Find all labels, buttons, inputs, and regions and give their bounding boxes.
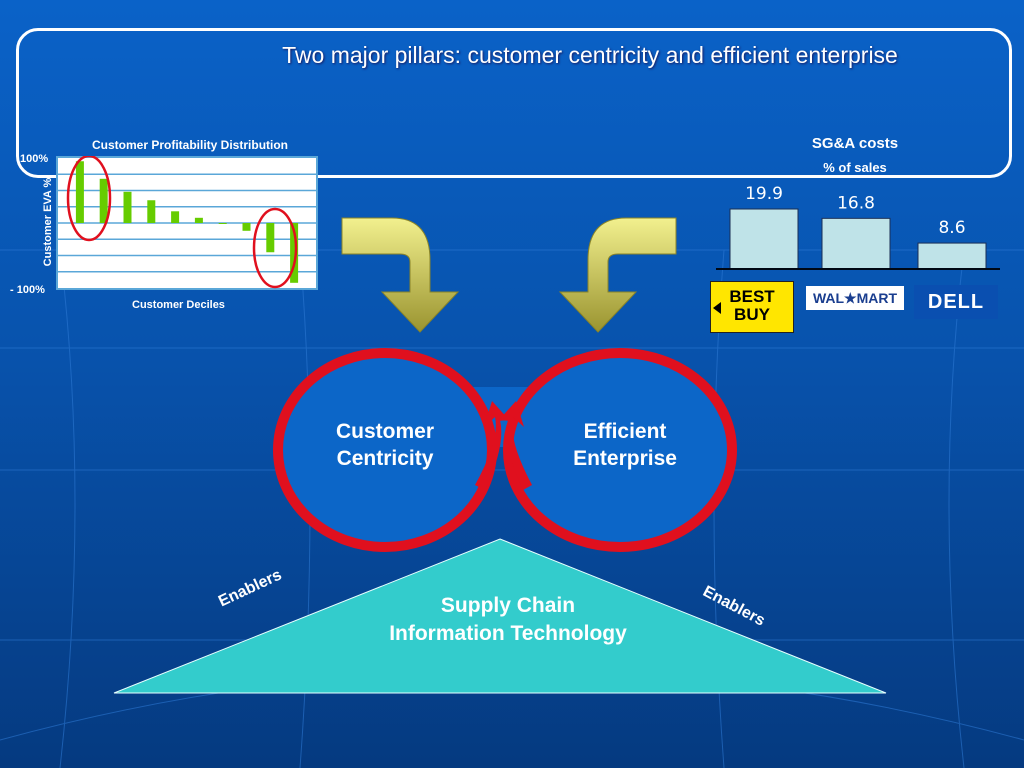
profit-chart-title: Customer Profitability Distribution — [92, 138, 289, 152]
profit-bar — [194, 217, 203, 223]
sga-value-label: 19.9 — [745, 184, 783, 204]
efficient-enterprise-circle — [503, 348, 737, 552]
profit-bar — [99, 178, 108, 223]
sga-chart-plot: 19.9 16.8 8.6 — [716, 184, 1000, 270]
walmart-logo: WAL★MART — [806, 286, 904, 310]
profit-bar — [75, 161, 84, 223]
customer-centricity-line2: Centricity — [336, 447, 434, 470]
bestbuy-logo: BEST BUY — [710, 281, 794, 333]
customer-centricity-line1: Customer — [335, 420, 435, 443]
profit-bar — [171, 211, 180, 223]
bestbuy-logo-line2: BUY — [734, 305, 770, 324]
sga-bar — [821, 217, 891, 270]
sga-chart-subtitle: % of sales — [823, 160, 887, 175]
sga-value-label: 16.8 — [837, 193, 875, 213]
foundation-line1: Supply Chain — [440, 594, 576, 617]
title-frame — [16, 28, 1012, 178]
foundation-triangle — [113, 538, 887, 694]
pillars-diagram — [273, 348, 737, 552]
top-deciles-highlight — [66, 156, 112, 242]
sga-value-label: 8.6 — [938, 218, 965, 238]
profit-bar — [147, 200, 156, 223]
efficient-enterprise-label: Efficient Enterprise — [540, 418, 710, 472]
bottom-deciles-highlight — [252, 207, 298, 289]
dell-logo: DELL — [914, 285, 998, 319]
customer-centricity-label: Customer Centricity — [300, 418, 470, 472]
cycle-arrow-left-icon — [475, 401, 510, 490]
foundation-line2: Information Technology — [389, 622, 627, 645]
sga-bar — [729, 208, 799, 270]
sga-bar — [917, 242, 987, 270]
arrow-down-left-icon — [558, 217, 677, 333]
profit-bar — [123, 191, 132, 223]
profit-bar — [218, 223, 227, 224]
profit-bar — [266, 223, 275, 253]
arrow-down-right-icon — [341, 217, 460, 333]
foundation-label: Supply Chain Information Technology — [358, 592, 658, 648]
profit-chart-y-bottom-label: - 100% — [10, 284, 45, 296]
efficient-enterprise-line1: Efficient — [583, 420, 667, 443]
profit-chart-x-axis-label: Customer Deciles — [132, 299, 225, 311]
sga-chart-title: SG&A costs — [811, 135, 899, 152]
profit-chart-plot — [56, 156, 318, 290]
profit-bar — [290, 223, 299, 283]
bestbuy-logo-line1: BEST — [729, 287, 775, 306]
profit-chart-y-top-label: 100% — [20, 153, 49, 165]
efficient-enterprise-line2: Enterprise — [573, 447, 677, 470]
cycle-arrow-right-icon — [498, 401, 532, 490]
slide-title: Two major pillars: customer centricity a… — [282, 42, 898, 68]
bestbuy-tag-icon — [713, 302, 721, 314]
profit-bar — [242, 223, 251, 231]
profit-chart-y-axis-label: Customer EVA % — [42, 177, 54, 267]
